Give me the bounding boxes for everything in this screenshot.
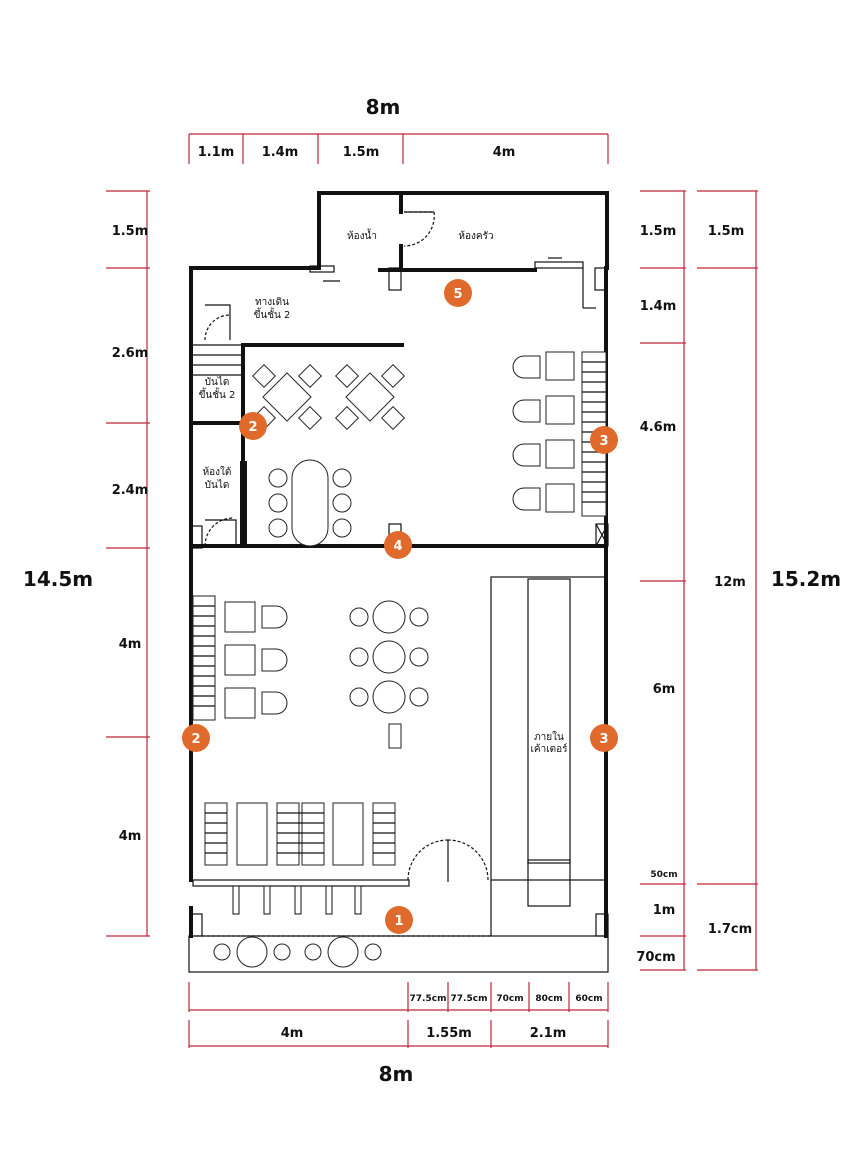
- right-outer-dimensions: 1.5m 12m 1.7cm 15.2m: [697, 190, 841, 971]
- bottom-small-2: 77.5cm: [451, 994, 488, 1004]
- walkway-label-2: ขึ้นชั้น 2: [254, 307, 291, 321]
- bottom-seg-3: 2.1m: [530, 1026, 567, 1041]
- lower-left-booths: [192, 595, 288, 721]
- right-inner-2: 1.4m: [640, 299, 677, 314]
- round-table-sets: [349, 600, 429, 749]
- bottom-total-dim: 8m: [379, 1062, 414, 1086]
- bottom-small-5: 60cm: [575, 994, 602, 1004]
- stair-block: [193, 344, 243, 376]
- marker-2-upper: 2: [239, 412, 267, 440]
- right-inner-dimensions: 1.5m 1.4m 4.6m 6m 50cm 1m 70cm: [636, 190, 686, 971]
- right-inner-1: 1.5m: [640, 224, 677, 239]
- front-terrace: [188, 935, 609, 973]
- walkway-label-1: ทางเดิน: [255, 297, 289, 308]
- kitchen-label: ห้องครัว: [458, 230, 493, 242]
- stairs-label-2: ขึ้นชั้น 2: [199, 387, 236, 401]
- top-seg-3: 1.5m: [343, 145, 380, 160]
- bottom-dimensions: 77.5cm 77.5cm 70cm 80cm 60cm 4m 1.55m 2.…: [188, 982, 609, 1086]
- marker-3-upper: 3: [590, 426, 618, 454]
- right-outer-1: 1.5m: [708, 224, 745, 239]
- right-inner-6: 1m: [653, 903, 676, 918]
- left-total-dim: 14.5m: [23, 567, 93, 591]
- top-total-dim: 8m: [366, 95, 401, 119]
- under-stairs-label-2: บันได: [205, 479, 230, 491]
- under-stairs-label-1: ห้องใต้: [203, 466, 232, 478]
- right-inner-5: 50cm: [650, 870, 677, 880]
- lower-bottom-booths: [204, 802, 396, 866]
- square-table-set-1: [251, 363, 323, 431]
- counter: ภายใน เค้าเตอร์: [490, 576, 607, 936]
- front-bar: [192, 879, 491, 937]
- left-dimensions: 1.5m 2.6m 2.4m 4m 4m 14.5m: [23, 190, 150, 937]
- bathroom-label: ห้องน้ำ: [347, 228, 377, 242]
- svg-text:4: 4: [393, 539, 402, 554]
- right-outer-3: 1.7cm: [708, 922, 752, 937]
- right-inner-3: 4.6m: [640, 420, 677, 435]
- doors: [204, 211, 489, 882]
- room-labels: ห้องน้ำ ห้องครัว ทางเดิน ขึ้นชั้น 2 บันไ…: [199, 228, 494, 491]
- marker-2-lower: 2: [182, 724, 210, 752]
- top-dimensions: 8m 1.1m 1.4m 1.5m 4m: [188, 95, 609, 164]
- bottom-small-3: 70cm: [496, 994, 523, 1004]
- square-table-set-2: [334, 363, 406, 431]
- counter-label-1: ภายใน: [534, 731, 564, 743]
- top-seg-4: 4m: [493, 145, 516, 160]
- svg-text:1: 1: [394, 914, 403, 929]
- svg-text:5: 5: [453, 287, 462, 302]
- right-total-dim: 15.2m: [771, 567, 841, 591]
- svg-text:2: 2: [191, 732, 200, 747]
- top-seg-1: 1.1m: [198, 145, 235, 160]
- right-inner-7: 70cm: [636, 950, 675, 965]
- left-seg-3: 2.4m: [112, 483, 149, 498]
- marker-4: 4: [384, 531, 412, 559]
- stairs-label-1: บันได: [205, 376, 230, 388]
- svg-text:3: 3: [599, 732, 608, 747]
- marker-3-lower: 3: [590, 724, 618, 752]
- right-outer-2: 12m: [714, 575, 746, 590]
- left-seg-1: 1.5m: [112, 224, 149, 239]
- left-seg-5: 4m: [119, 829, 142, 844]
- top-seg-2: 1.4m: [262, 145, 299, 160]
- bottom-seg-1: 4m: [281, 1026, 304, 1041]
- bottom-small-4: 80cm: [535, 994, 562, 1004]
- marker-5: 5: [444, 279, 472, 307]
- left-seg-4: 4m: [119, 637, 142, 652]
- svg-text:2: 2: [248, 420, 257, 435]
- svg-text:3: 3: [599, 434, 608, 449]
- right-inner-4: 6m: [653, 682, 676, 697]
- counter-label-2: เค้าเตอร์: [530, 743, 568, 755]
- oval-table-set: [268, 459, 352, 547]
- left-seg-2: 2.6m: [112, 346, 149, 361]
- bottom-small-1: 77.5cm: [410, 994, 447, 1004]
- marker-1: 1: [385, 906, 413, 934]
- bottom-seg-2: 1.55m: [426, 1026, 472, 1041]
